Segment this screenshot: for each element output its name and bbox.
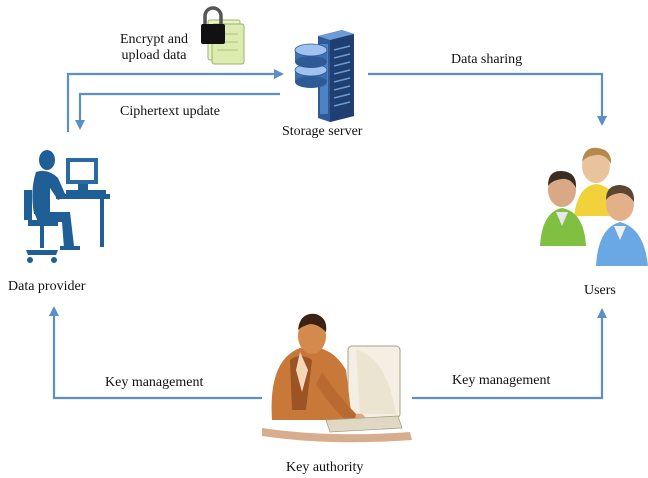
ciphertext-update-label: Ciphertext update: [120, 104, 220, 119]
server-icon: [294, 30, 354, 122]
key-management-left-label: Key management: [105, 375, 204, 390]
key-management-right-arrow: [412, 308, 607, 400]
encrypt-upload-label: Encrypt and upload data: [119, 32, 189, 63]
ciphertext-update-arrow: [75, 92, 280, 130]
users-label: Users: [584, 283, 616, 298]
data-sharing-arrow: [368, 72, 607, 126]
encrypt-upload-arrow: [66, 69, 284, 132]
key-management-right-label: Key management: [452, 373, 551, 388]
data-provider-label: Data provider: [8, 279, 86, 294]
person-at-desk-icon: [262, 313, 412, 443]
data-sharing-label: Data sharing: [451, 52, 523, 67]
user-group-icon: [540, 147, 648, 266]
storage-server-label: Storage server: [282, 124, 363, 139]
person-at-computer-icon: [24, 150, 110, 263]
lock-document-icon: [201, 6, 245, 65]
key-authority-label: Key authority: [286, 460, 364, 475]
key-management-left-arrow: [49, 306, 262, 400]
